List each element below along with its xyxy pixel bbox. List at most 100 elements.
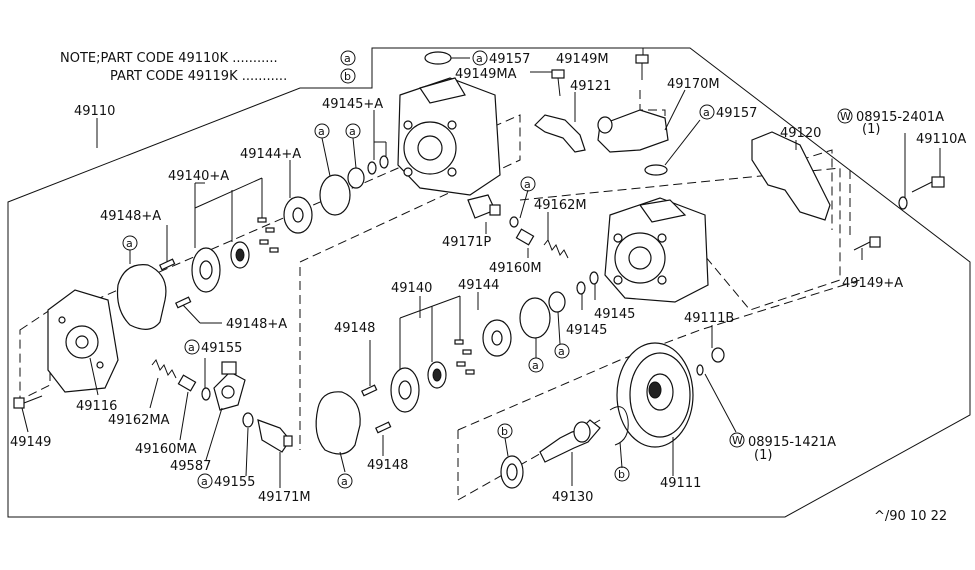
marker-b: b	[618, 468, 625, 481]
o-ring-upper-small	[347, 167, 365, 189]
label-08915-2401a: 08915-2401A	[856, 110, 944, 125]
label-49111b: 49111B	[684, 311, 734, 326]
note-line-1: NOTE;PART CODE 49110K ...........	[60, 51, 278, 66]
front-housing	[47, 289, 119, 393]
label-49149: 49149	[10, 435, 51, 450]
marker-a: a	[532, 359, 539, 372]
cam-ring-upper	[191, 247, 221, 293]
label-49155-top: 49155	[201, 341, 242, 356]
cam-ring-lower	[390, 367, 420, 413]
connector-49171p	[467, 194, 501, 219]
label-49148-bottom: 49148	[367, 458, 408, 473]
o-ring-49171p	[509, 216, 519, 228]
marker-a: a	[341, 475, 348, 488]
seal-ring-lower-a	[576, 281, 586, 295]
note-mark-b-circle	[340, 68, 356, 84]
marker-a: a	[126, 237, 133, 250]
o-ring-lower-small	[548, 291, 566, 313]
rotor-lower	[427, 361, 447, 389]
label-49140a: 49140+A	[168, 169, 229, 184]
gasket-lower	[315, 391, 361, 455]
washer-marker: W	[732, 434, 743, 447]
connector-49171m	[257, 419, 293, 453]
bracket-49121	[534, 114, 586, 153]
o-ring-49157-right	[644, 164, 668, 176]
label-49149ma: 49149MA	[455, 67, 517, 82]
marker-a: a	[524, 178, 531, 191]
label-49145-b: 49145	[594, 307, 635, 322]
marker-a: a	[318, 125, 325, 138]
label-49116: 49116	[76, 399, 117, 414]
marker-a: a	[201, 475, 208, 488]
vanes-lower	[454, 339, 475, 375]
note-line-2: PART CODE 49119K ...........	[110, 69, 287, 84]
label-49130: 49130	[552, 490, 593, 505]
label-49149a: 49149+A	[842, 276, 903, 291]
bolt-49149ma	[551, 69, 565, 97]
spring-49162m	[543, 239, 569, 259]
label-49110a: 49110A	[916, 132, 966, 147]
valve-49170m	[597, 109, 669, 153]
label-08915-2401a-qty: (1)	[862, 122, 880, 137]
label-49171m: 49171M	[258, 490, 311, 505]
marker-a: a	[188, 341, 195, 354]
label-49110: 49110	[74, 104, 115, 119]
gasket-upper	[116, 264, 167, 330]
label-49157-right: 49157	[716, 106, 757, 121]
note-mark-a-circle	[340, 50, 356, 66]
bracket-dashed-outline	[799, 149, 851, 235]
label-49160ma: 49160MA	[135, 442, 197, 457]
connector-49587	[213, 361, 246, 411]
washer-08915-2401a	[898, 196, 908, 210]
marker-a: a	[703, 106, 710, 119]
pin-49148-upper	[361, 384, 378, 397]
label-49149m: 49149M	[556, 52, 609, 67]
rear-housing-lower	[604, 197, 709, 303]
label-49162ma: 49162MA	[108, 413, 170, 428]
label-49148a-bottom: 49148+A	[226, 317, 287, 332]
label-49155-bottom: 49155	[214, 475, 255, 490]
label-49587: 49587	[170, 459, 211, 474]
right-dashed-outline	[519, 167, 841, 311]
oil-seal-b	[500, 455, 524, 489]
spring-49162ma	[151, 359, 177, 379]
washer-marker: W	[840, 110, 851, 123]
snap-ring-49130	[609, 406, 629, 446]
note-mark-b: b	[344, 70, 351, 83]
rotor-upper	[230, 241, 250, 269]
side-plate-upper	[283, 196, 313, 234]
marker-a: a	[558, 345, 565, 358]
nut-49111b	[711, 347, 725, 363]
upper-dashed-outline	[94, 114, 521, 450]
o-ring-49157-top	[424, 51, 452, 65]
label-49157-top: 49157	[489, 52, 530, 67]
o-ring-49155-upper	[201, 387, 211, 401]
lower-dashed-outline	[457, 279, 861, 501]
bolt-49149	[13, 395, 43, 409]
pin-49148a-upper	[159, 258, 176, 271]
circle-markers: a a a a a a a a a a a b b W W	[122, 50, 853, 489]
label-49144a: 49144+A	[240, 147, 301, 162]
label-08915-1421a: 08915-1421A	[748, 435, 836, 450]
label-49111: 49111	[660, 476, 701, 491]
marker-a: a	[476, 52, 483, 65]
label-49148a-top: 49148+A	[100, 209, 161, 224]
pin-49148a-lower	[175, 296, 192, 309]
washer-08915-1421a	[696, 364, 704, 376]
bolt-49149m	[635, 54, 649, 80]
seal-ring-upper-a	[367, 161, 377, 175]
side-plate-lower	[482, 319, 512, 357]
assembly-boundary	[7, 47, 971, 518]
label-49145a: 49145+A	[322, 97, 383, 112]
vanes-upper	[257, 217, 279, 253]
valve-49160m	[515, 228, 535, 246]
footer-code: ^/90 10 22	[874, 509, 947, 524]
rear-housing-upper	[397, 77, 501, 196]
pin-49148-lower	[375, 421, 392, 434]
bolt-49149a	[853, 236, 881, 251]
bracket-49120	[751, 131, 831, 221]
label-49160m: 49160M	[489, 261, 542, 276]
label-49121: 49121	[570, 79, 611, 94]
